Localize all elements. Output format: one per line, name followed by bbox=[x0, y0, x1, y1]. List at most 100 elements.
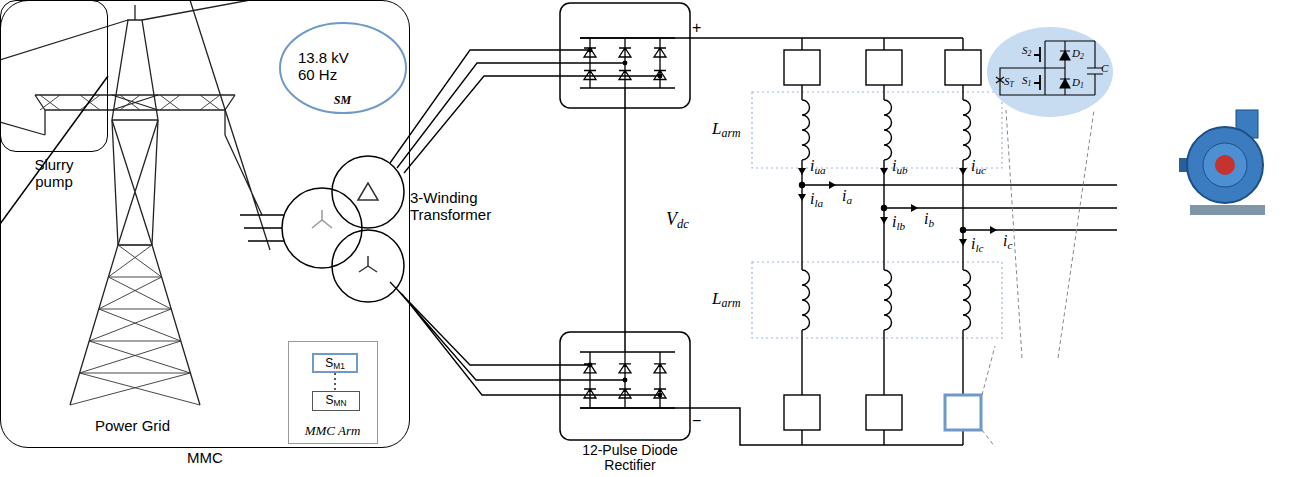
signal-label: ST bbox=[1004, 75, 1014, 87]
node-label: SM bbox=[279, 94, 407, 107]
node-label: MN bbox=[333, 398, 346, 408]
slurry-pump-illustration bbox=[1215, 155, 1235, 175]
text-label: − bbox=[692, 412, 701, 430]
transmission-tower bbox=[0, 0, 270, 405]
callout-lines bbox=[1006, 110, 1094, 358]
junction-dot bbox=[882, 206, 887, 211]
ellipse-outline bbox=[280, 23, 406, 113]
submodule-box: SMN bbox=[312, 391, 360, 411]
signal-label: 1 bbox=[1080, 81, 1084, 90]
diode-bridge bbox=[560, 38, 675, 408]
signal-label: ua bbox=[814, 164, 825, 176]
signal-label: Larm bbox=[712, 290, 741, 309]
current-arrow bbox=[798, 194, 806, 201]
pump-box: Slurry pump bbox=[0, 0, 108, 152]
slurry-pump-illustration bbox=[1203, 143, 1247, 187]
callout-lines bbox=[982, 110, 1094, 447]
node-label: SMN bbox=[313, 394, 359, 407]
arm-groups bbox=[752, 92, 1002, 338]
sm-fill bbox=[987, 27, 1113, 117]
transformer-wires bbox=[390, 50, 560, 395]
transformer bbox=[359, 256, 377, 272]
signal-label: ub bbox=[896, 164, 907, 176]
current-arrow bbox=[990, 226, 997, 234]
signal-label: uc bbox=[975, 164, 986, 176]
arm-cell bbox=[945, 50, 981, 85]
node-label: MMC Arm bbox=[289, 424, 377, 438]
arm-cell bbox=[866, 395, 902, 430]
signal-label: ib bbox=[924, 210, 934, 228]
signal-label: iuc bbox=[971, 157, 986, 175]
sm-fill bbox=[987, 27, 1113, 117]
submodule-circle: SM bbox=[279, 22, 407, 114]
current-arrow bbox=[959, 239, 967, 246]
dc-bus bbox=[580, 38, 963, 445]
node-label: MMC bbox=[1, 450, 409, 467]
signal-label: ilc bbox=[971, 235, 984, 253]
arm-cell bbox=[945, 395, 981, 430]
transformer-wires bbox=[390, 282, 560, 395]
submodule-schematic bbox=[1060, 51, 1070, 88]
node-label: M1 bbox=[333, 361, 345, 371]
transformer bbox=[332, 156, 404, 228]
node-label: Slurry pump bbox=[22, 157, 86, 190]
current-arrow bbox=[880, 168, 888, 175]
transformer bbox=[282, 156, 404, 302]
signal-label: C bbox=[1101, 62, 1108, 74]
junction-dot bbox=[800, 183, 805, 188]
signal-label: ilb bbox=[892, 213, 905, 231]
junction-dot bbox=[961, 228, 966, 233]
arm-cell bbox=[866, 50, 902, 85]
signal-label: arm bbox=[721, 296, 740, 310]
current-arrow bbox=[959, 168, 967, 175]
signal-label: S2 bbox=[1022, 44, 1031, 56]
signal-label: S1 bbox=[1022, 74, 1031, 86]
arm-cell bbox=[784, 395, 820, 430]
transmission-tower bbox=[112, 95, 158, 245]
signal-label: lc bbox=[975, 242, 983, 254]
signal-label: ila bbox=[810, 190, 823, 208]
submodule-box: SM1 bbox=[312, 353, 358, 373]
signal-label: iua bbox=[810, 157, 826, 175]
callout-lines bbox=[982, 346, 995, 447]
signal-label: 2 bbox=[1080, 52, 1084, 61]
signal-label: T bbox=[1010, 80, 1014, 89]
slurry-pump-illustration bbox=[1179, 110, 1265, 215]
tower-bracing bbox=[40, 95, 220, 405]
connector bbox=[0, 76, 108, 224]
transformer bbox=[358, 183, 378, 200]
signal-label: 2 bbox=[1028, 49, 1032, 58]
signal-label: a bbox=[846, 194, 852, 206]
dc-bus bbox=[580, 38, 963, 445]
signal-label: 1 bbox=[1028, 79, 1032, 88]
grid-wires bbox=[240, 215, 284, 241]
node-label: SM1 bbox=[314, 357, 356, 370]
text-label: 13.8 kV 60 Hz bbox=[298, 50, 358, 83]
diode-bridge bbox=[560, 352, 675, 408]
submodule-schematic bbox=[996, 41, 1103, 95]
transmission-tower bbox=[0, 0, 270, 250]
text-label: 3-Winding Transformer bbox=[410, 190, 505, 223]
connector-line bbox=[334, 373, 335, 391]
text-label: 12-Pulse Diode Rectifier bbox=[570, 443, 690, 474]
submodule-schematic bbox=[996, 68, 1045, 95]
signal-label: la bbox=[814, 197, 823, 209]
signal-label: b bbox=[928, 217, 934, 229]
transformer bbox=[282, 188, 362, 268]
signal-label: lb bbox=[896, 220, 905, 232]
current-arrow bbox=[880, 217, 888, 224]
transformer bbox=[332, 230, 404, 302]
connector bbox=[335, 373, 336, 391]
slurry-pump-illustration bbox=[1190, 205, 1265, 215]
signal-label: Vdc bbox=[666, 210, 689, 230]
current-arrow bbox=[911, 204, 918, 212]
text-label: Power Grid bbox=[95, 418, 170, 435]
arm-cell bbox=[784, 50, 820, 85]
signal-label: ic bbox=[1003, 232, 1012, 250]
signal-label: D2 bbox=[1072, 47, 1084, 59]
connector-line bbox=[0, 76, 108, 224]
arm-box: MMC Arm SM1SMN bbox=[288, 341, 378, 444]
current-arrow bbox=[798, 168, 806, 175]
signal-label: arm bbox=[721, 126, 740, 140]
